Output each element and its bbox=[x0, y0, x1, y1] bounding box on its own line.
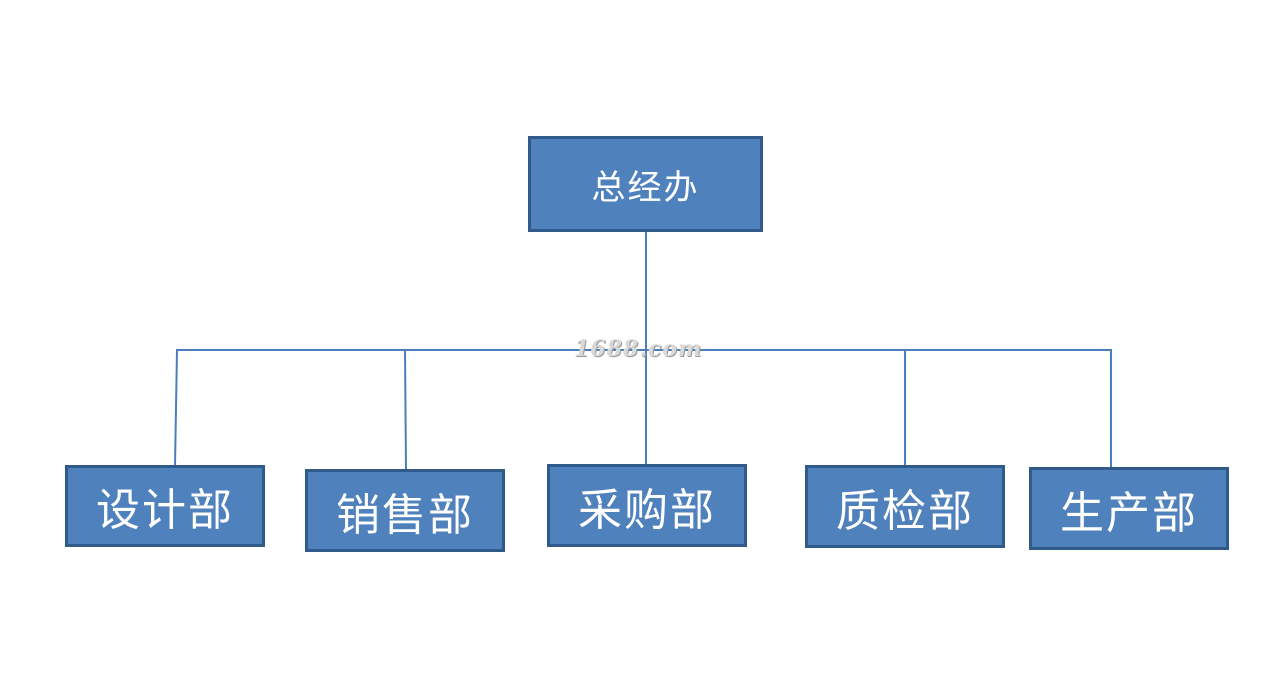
quality-dept-box: 质检部 bbox=[805, 465, 1005, 548]
general-manager-office-label: 总经办 bbox=[591, 167, 700, 208]
connector-design-dept bbox=[174, 349, 178, 467]
general-manager-office-box: 总经办 bbox=[528, 136, 763, 232]
watermark-1688: 1688.com bbox=[574, 336, 703, 362]
purchasing-dept-label: 采购部 bbox=[578, 484, 716, 536]
purchasing-dept-box: 采购部 bbox=[547, 464, 747, 547]
production-dept-label: 生产部 bbox=[1060, 487, 1198, 539]
sales-dept-box: 销售部 bbox=[305, 469, 505, 552]
connector-sales-dept bbox=[404, 349, 407, 471]
sales-dept-label: 销售部 bbox=[336, 489, 474, 541]
production-dept-box: 生产部 bbox=[1029, 467, 1229, 550]
quality-dept-label: 质检部 bbox=[836, 485, 974, 537]
design-dept-box: 设计部 bbox=[65, 465, 265, 547]
design-dept-label: 设计部 bbox=[96, 485, 234, 536]
